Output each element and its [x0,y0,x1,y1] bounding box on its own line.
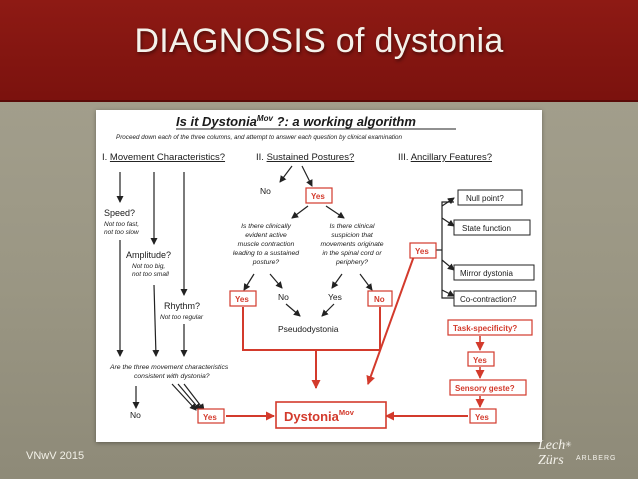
col1-yes-box [197,408,225,424]
pseudodystonia-label: Pseudodystonia [278,324,339,334]
algorithm-subtitle: Proceed down each of the three columns, … [116,134,402,141]
col3-yes3-box [469,408,497,424]
col3-yes: Yes [415,247,429,256]
amplitude-sub1: Not too big, [132,263,165,270]
sensory-geste-box [449,379,527,396]
consistent-question-1: Are the three movement characteristics [109,364,229,371]
col1-arrows [116,172,205,411]
col2-yes-left: Yes [235,295,249,304]
col3-yes2: Yes [473,356,487,365]
lech-zurs-logo: Lech ✳ Zürs ARLBERG [538,438,617,468]
footer-text: VNwV 2015 [26,450,85,462]
sensory-geste-label: Sensory geste? [455,384,515,393]
rhythm-label: Rhythm? [164,301,200,311]
col2-no-right-box [367,290,393,307]
speed-sub2: not too slow [104,229,140,236]
null-point-box [457,189,523,206]
algorithm-title: Is it DystoniaMov ?: a working algorithm [176,114,416,129]
speed-sub1: Not too fast, [104,221,139,228]
col1-heading: I. Movement Characteristics? [102,152,225,163]
title-bar: DIAGNOSIS of dystonia [0,0,638,102]
red-flow-lines [226,255,468,421]
state-function-label: State function [462,224,511,233]
col2-heading: II. Sustained Postures? [256,152,354,163]
cocontraction-label: Co-contraction? [460,295,517,304]
svg-text:muscle contraction: muscle contraction [238,241,295,248]
col3-bracket [430,197,455,299]
col2-yes-top-box [305,187,333,204]
null-point-label: Null point? [466,194,504,203]
algorithm-diagram: Is it DystoniaMov ?: a working algorithm… [102,114,537,429]
col2-yes-left-box [229,290,257,307]
col2-yes-top: Yes [311,192,325,201]
consistent-question-2: consistent with dystonia? [134,373,210,380]
svg-text:Is there clinically: Is there clinically [241,223,291,230]
dystonia-result-label: DystoniaMov [284,408,355,424]
col2-yes-mid: Yes [328,292,342,302]
svg-text:Is there clinical: Is there clinical [330,223,375,230]
snowflake-icon: ✳ [565,440,572,449]
algorithm-figure: Is it DystoniaMov ?: a working algorithm… [96,110,542,442]
svg-text:in the spinal cord or: in the spinal cord or [322,250,382,257]
amplitude-sub2: not too small [132,271,169,278]
svg-text:posture?: posture? [252,259,280,266]
slide-title: DIAGNOSIS of dystonia [134,22,504,60]
task-specificity-box [447,319,533,336]
svg-text:periphery?: periphery? [335,259,368,266]
svg-text:leading to a sustained: leading to a sustained [233,250,299,257]
question-contraction: Is there clinically evident active muscl… [233,223,299,266]
col3-heading: III. Ancillary Features? [398,152,492,163]
question-spinal: Is there clinical suspicion that movemen… [320,223,383,266]
col2-arrows [243,165,373,317]
amplitude-label: Amplitude? [126,250,171,260]
mirror-dystonia-label: Mirror dystonia [460,269,513,278]
svg-text:movements originate: movements originate [320,241,383,248]
cocontraction-box [453,290,537,307]
dystonia-result-box [275,401,387,429]
col3-yes-box [409,242,437,259]
col2-no-right: No [374,295,385,304]
col2-no-mid: No [278,292,289,302]
col1-yes: Yes [203,413,217,422]
speed-label: Speed? [104,208,135,218]
col1-no: No [130,410,141,420]
mirror-dystonia-box [453,264,535,281]
svg-text:evident active: evident active [245,232,287,239]
col2-no-top: No [260,186,271,196]
state-function-box [453,219,531,236]
svg-text:suspicion that: suspicion that [331,232,374,239]
rhythm-sub: Not too regular [160,314,204,321]
col3-yes3: Yes [475,413,489,422]
task-specificity-label: Task-specificity? [453,324,517,333]
col3-yes2-box [467,351,495,367]
